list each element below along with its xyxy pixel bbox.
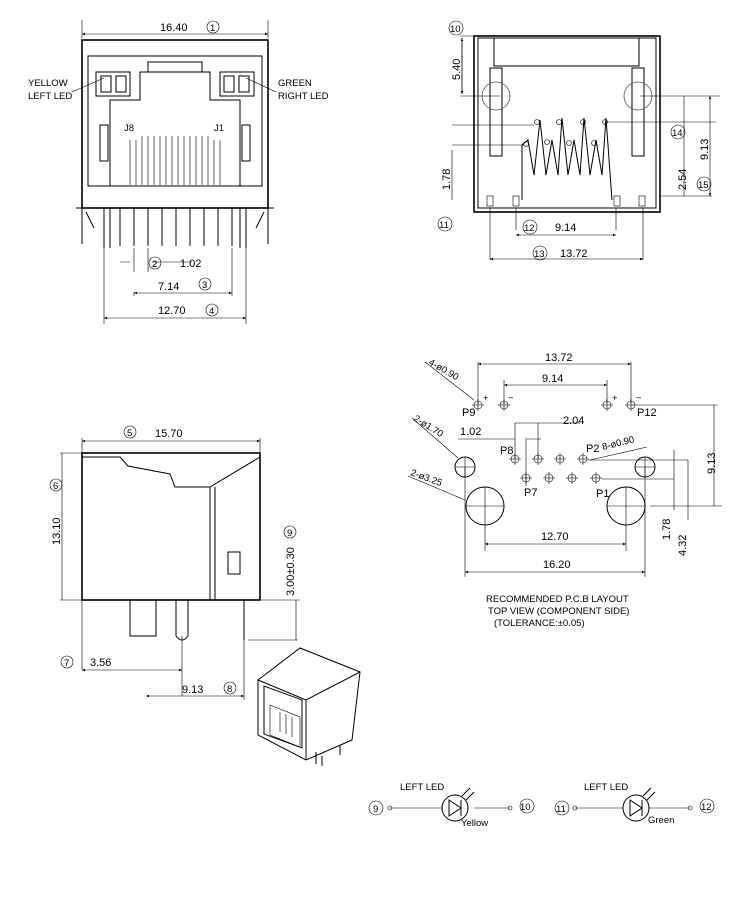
dim-13-72: 13.72 — [545, 352, 573, 364]
dim-4-32: 4.32 — [677, 535, 689, 556]
ref-13: 13 — [534, 249, 545, 260]
ref-6: 6 — [53, 481, 58, 492]
note-line-2: TOP VIEW (COMPONENT SIDE) — [488, 606, 629, 617]
dim-9-13: 9.13 — [706, 453, 718, 474]
ref-12: 12 — [524, 223, 535, 234]
dim-13-72: 13.72 — [560, 248, 588, 260]
ref-4: 4 — [209, 306, 214, 317]
ref-1: 1 — [210, 23, 215, 34]
pin-p9-label: P9 — [462, 407, 475, 419]
dim-16-20: 16.20 — [543, 559, 571, 571]
led-schematic-green: LEFT LED 11 12 Green — [554, 782, 715, 826]
ref-7: 7 — [64, 658, 69, 669]
right-led-label: RIGHT LED — [278, 91, 329, 102]
left-led-label: LEFT LED — [28, 91, 72, 102]
diode-icon — [441, 794, 469, 822]
contact-fingers — [129, 136, 221, 185]
hole-callout-2x325: 2-ø3.25 — [409, 467, 444, 489]
ref-2: 2 — [152, 259, 157, 270]
pitch-dimension: 1.02 — [180, 258, 201, 270]
ref-8: 8 — [227, 684, 232, 695]
dim-2-04: 2.04 — [563, 415, 584, 427]
signal-holes — [509, 453, 602, 484]
led-title: LEFT LED — [584, 782, 628, 793]
note-line-1: RECOMMENDED P.C.B LAYOUT — [486, 594, 629, 605]
led-holes — [472, 399, 637, 411]
dim-1-78: 1.78 — [441, 169, 453, 190]
pin-length-dimension: 3.00±0.30 — [285, 547, 297, 596]
led-title: LEFT LED — [400, 782, 444, 793]
width-dimension: 16.40 — [160, 22, 188, 34]
diode-icon — [622, 794, 650, 822]
dim-12-70: 12.70 — [541, 531, 569, 543]
ref-15: 15 — [698, 180, 709, 191]
side-view: 5 15.70 6 13.10 9 3.00±0.30 7 3.56 9.13 … — [49, 425, 300, 700]
ref-14: 14 — [672, 128, 683, 139]
color-label-yellow: Yellow — [461, 818, 488, 829]
hole-callout-4x090: 4-ø0.90 — [427, 357, 461, 383]
pin-11: 11 — [556, 804, 566, 815]
rear-view: 10 5.40 1.78 11 12 9.14 13 13.72 14 2.54… — [437, 20, 720, 261]
pin-p12-label: P12 — [637, 407, 657, 419]
span-dimension: 7.14 — [158, 281, 179, 293]
yellow-label: YELLOW — [28, 78, 68, 89]
post-dimension: 12.70 — [158, 305, 186, 317]
front-view: 16.40 1 J8 J1 YELLOW LEFT LED GREEN RIGH… — [28, 20, 329, 324]
pins — [103, 208, 247, 248]
plus-mark: + — [483, 393, 489, 404]
dim-9-14: 9.14 — [542, 373, 563, 385]
note-line-3: (TOLERANCE:±0.05) — [494, 618, 585, 629]
pin-p7-label: P7 — [524, 487, 537, 499]
ref-3: 3 — [202, 280, 207, 291]
pin-12: 12 — [701, 802, 712, 813]
pin-j1-label: J1 — [214, 123, 224, 134]
pin-p1-label: P1 — [596, 488, 609, 500]
isometric-view — [257, 647, 361, 766]
dim-2-54: 2.54 — [677, 169, 689, 190]
ref-5: 5 — [127, 428, 132, 439]
hole-callout-8x090: 8-ø0.90 — [601, 434, 635, 453]
dim-9-13: 9.13 — [699, 139, 711, 160]
minus-mark: − — [636, 393, 642, 404]
plus-mark: + — [612, 393, 618, 404]
pin-9: 9 — [373, 804, 378, 815]
dim-1-78: 1.78 — [661, 519, 673, 540]
pin-p2-label: P2 — [586, 443, 599, 455]
ref-9: 9 — [287, 528, 292, 539]
dim-1-02: 1.02 — [460, 426, 481, 438]
height-dimension: 13.10 — [51, 517, 63, 545]
dim-5-40: 5.40 — [451, 59, 463, 80]
green-label: GREEN — [278, 78, 312, 89]
dim-3-56: 3.56 — [90, 657, 111, 669]
rear-pins — [486, 119, 646, 207]
depth-dimension: 15.70 — [155, 428, 183, 440]
pin-10: 10 — [520, 802, 531, 813]
led-schematic-yellow: LEFT LED 9 10 Yellow — [368, 782, 535, 829]
dim-9-13: 9.13 — [182, 684, 203, 696]
ref-11: 11 — [439, 220, 449, 231]
ref-10: 10 — [450, 24, 461, 35]
pin-p8-label: P8 — [500, 445, 513, 457]
minus-mark: − — [508, 393, 514, 404]
pcb-layout: 13.72 9.14 4-ø0.90 + − + − P9 P12 2-ø1.7… — [407, 352, 722, 629]
color-label-green: Green — [648, 815, 674, 826]
hole-callout-2x170: 2-ø1.70 — [411, 413, 445, 440]
pin-j8-label: J8 — [124, 123, 134, 134]
dim-9-14: 9.14 — [555, 222, 576, 234]
